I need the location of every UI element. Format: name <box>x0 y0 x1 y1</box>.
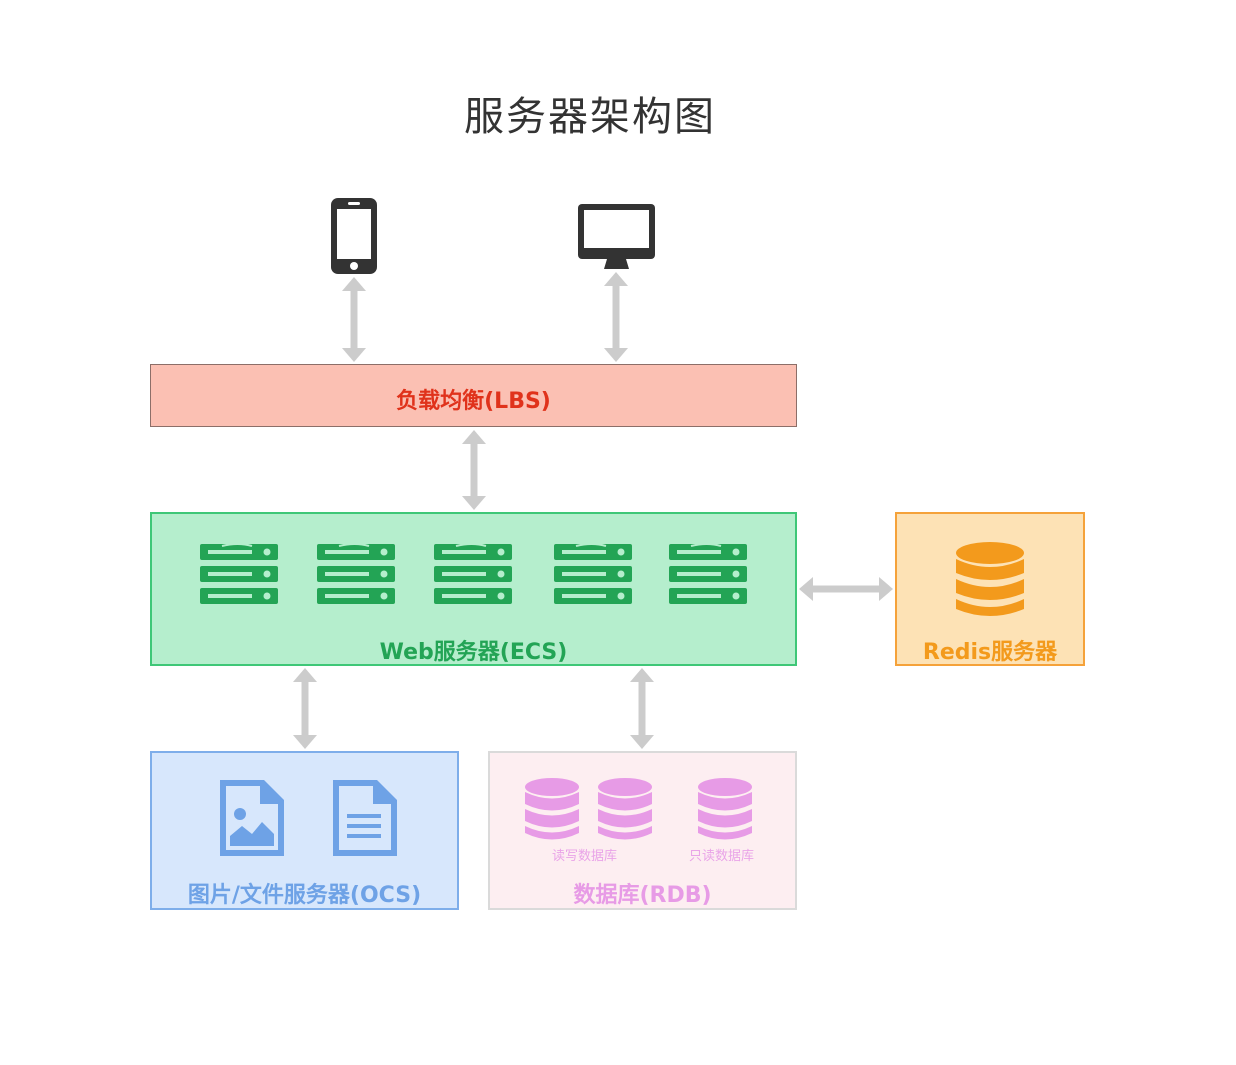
database-icon <box>525 778 579 840</box>
monitor-icon <box>578 204 655 269</box>
database-label: 数据库(RDB) <box>573 883 712 908</box>
redis-node: Redis服务器 <box>895 512 1085 666</box>
read-write-db-label: 读写数据库 <box>552 849 618 864</box>
database-icon <box>956 542 1024 616</box>
database-icon <box>598 778 652 840</box>
file-server-node: 图片/文件服务器(OCS) <box>150 751 459 910</box>
server-icon <box>434 543 512 604</box>
connector-monitor-lbs <box>604 272 628 362</box>
server-icon <box>317 543 395 604</box>
read-only-db-label: 只读数据库 <box>689 849 755 864</box>
file-server-label: 图片/文件服务器(OCS) <box>187 883 422 908</box>
database-icon <box>698 778 752 840</box>
database-node: 读写数据库 只读数据库 数据库(RDB) <box>488 751 797 910</box>
load-balancer-node: 负载均衡(LBS) <box>150 364 797 427</box>
load-balancer-label: 负载均衡(LBS) <box>396 389 551 414</box>
server-icon <box>554 543 632 604</box>
web-server-label: Web服务器(ECS) <box>379 640 568 665</box>
connector-ecs-ocs <box>293 668 317 749</box>
phone-icon <box>331 198 377 274</box>
diagram-title: 服务器架构图 <box>464 94 716 140</box>
image-file-icon <box>220 780 284 856</box>
connector-ecs-redis <box>799 577 893 601</box>
document-file-icon <box>333 780 397 856</box>
connector-ecs-rdb <box>630 668 654 749</box>
redis-label: Redis服务器 <box>922 640 1058 665</box>
web-server-node: Web服务器(ECS) <box>150 512 797 666</box>
connector-phone-lbs <box>342 277 366 362</box>
connector-lbs-ecs <box>462 430 486 510</box>
server-icon <box>669 543 747 604</box>
server-icon <box>200 543 278 604</box>
